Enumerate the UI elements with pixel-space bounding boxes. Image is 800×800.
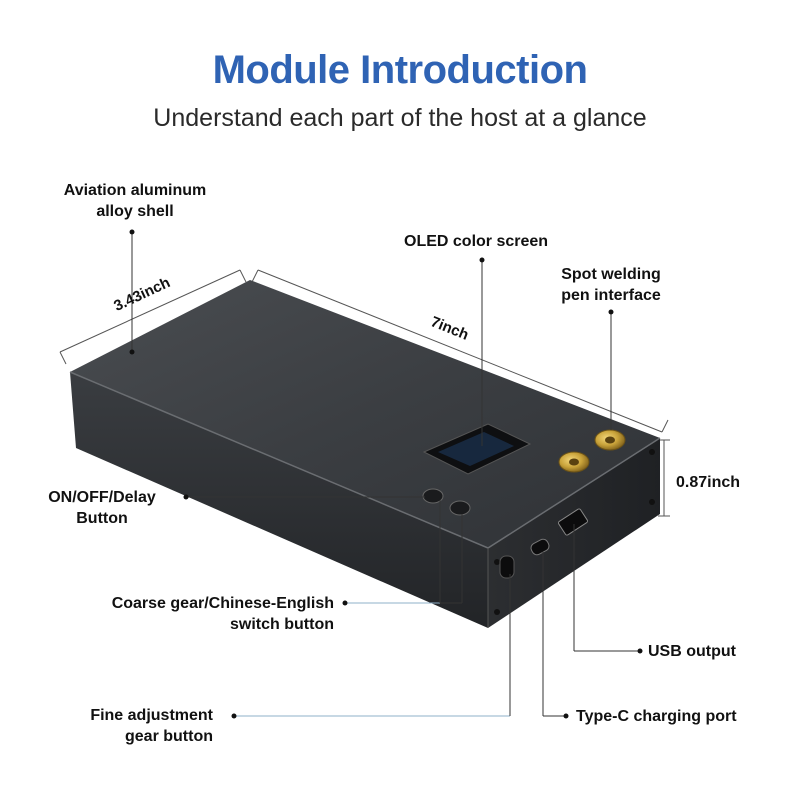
dimension-height-label: 0.87inch xyxy=(676,474,741,491)
label-fine-button: Fine adjustment gear button xyxy=(90,707,213,745)
dimension-length-line xyxy=(251,269,669,433)
coarse-gear-button[interactable] xyxy=(449,500,471,516)
screw-icon xyxy=(649,499,655,505)
label-welding-pen: Spot welding pen interface xyxy=(561,266,661,304)
label-aluminum-shell: Aviation aluminum alloy shell xyxy=(63,182,207,220)
screw-icon xyxy=(494,559,500,565)
fine-adjust-button[interactable] xyxy=(499,555,515,579)
label-onoff-button: ON/OFF/Delay Button xyxy=(48,489,156,527)
usb-port xyxy=(558,508,588,536)
dimension-width-line xyxy=(59,269,247,365)
label-typec-port: Type-C charging port xyxy=(576,708,737,725)
callout-dots xyxy=(129,229,643,719)
page-subtitle: Understand each part of the host at a gl… xyxy=(153,104,647,132)
callout-lines xyxy=(131,232,640,717)
label-usb-output: USB output xyxy=(648,643,736,660)
device-top-face xyxy=(70,280,660,548)
screw-icon xyxy=(649,449,655,455)
label-coarse-button: Coarse gear/Chinese-English switch butto… xyxy=(111,595,334,633)
onoff-delay-button[interactable] xyxy=(422,488,444,504)
screw-icon xyxy=(494,609,500,615)
page-title: Module Introduction xyxy=(212,48,588,92)
label-oled-screen: OLED color screen xyxy=(404,233,549,250)
device-front-face xyxy=(70,372,488,628)
